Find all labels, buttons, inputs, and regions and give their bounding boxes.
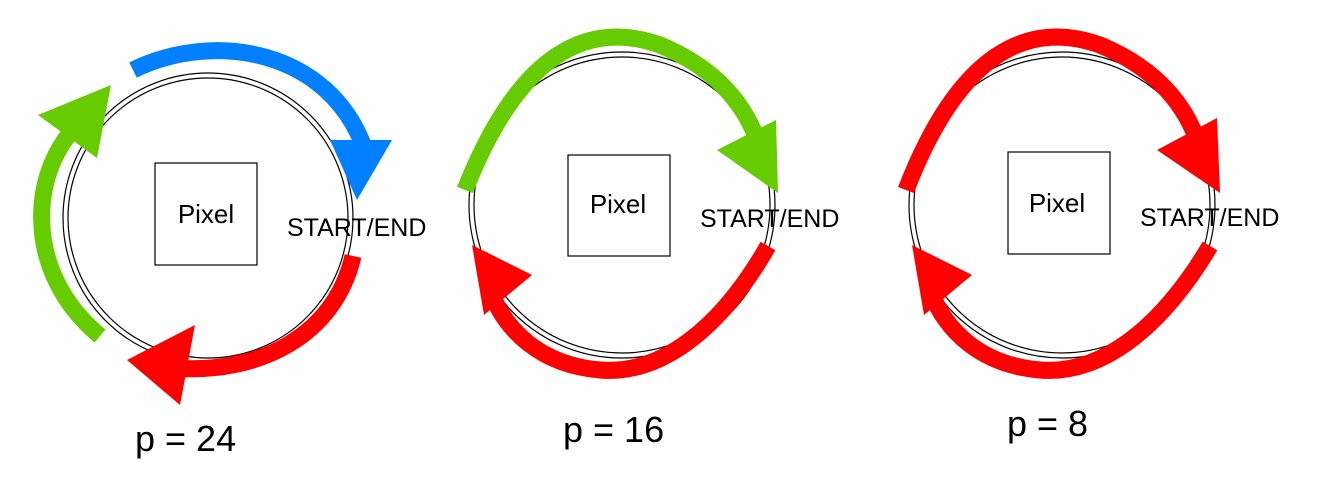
arrow-red-bottom	[912, 241, 1218, 379]
panel-p16: Pixel START/END p = 16	[457, 28, 839, 450]
arrow-green-left	[33, 85, 111, 343]
arrow-green-top	[457, 28, 778, 194]
start-end-label: START/END	[287, 214, 426, 242]
pixel-label: Pixel	[590, 189, 646, 219]
pixel-box	[154, 162, 258, 266]
pixel-box	[567, 154, 671, 257]
arrow-blue-top	[129, 42, 392, 200]
pixel-label: Pixel	[1029, 188, 1085, 218]
arrow-red-top	[898, 28, 1220, 194]
pixel-ring	[468, 51, 776, 359]
start-end-label: START/END	[1140, 204, 1279, 232]
p-label: p = 16	[563, 409, 664, 450]
p-label: p = 24	[135, 418, 236, 459]
arrow-red-bottom	[127, 253, 362, 405]
p-label: p = 8	[1007, 403, 1088, 444]
pixel-ring	[908, 51, 1216, 359]
pixel-label: Pixel	[178, 199, 234, 229]
arrow-red-bottom	[472, 241, 776, 379]
panel-p8: Pixel START/END p = 8	[898, 28, 1279, 444]
pixel-box	[1007, 151, 1111, 255]
start-end-label: START/END	[700, 205, 839, 233]
panel-p24: Pixel START/END p = 24	[33, 42, 426, 459]
